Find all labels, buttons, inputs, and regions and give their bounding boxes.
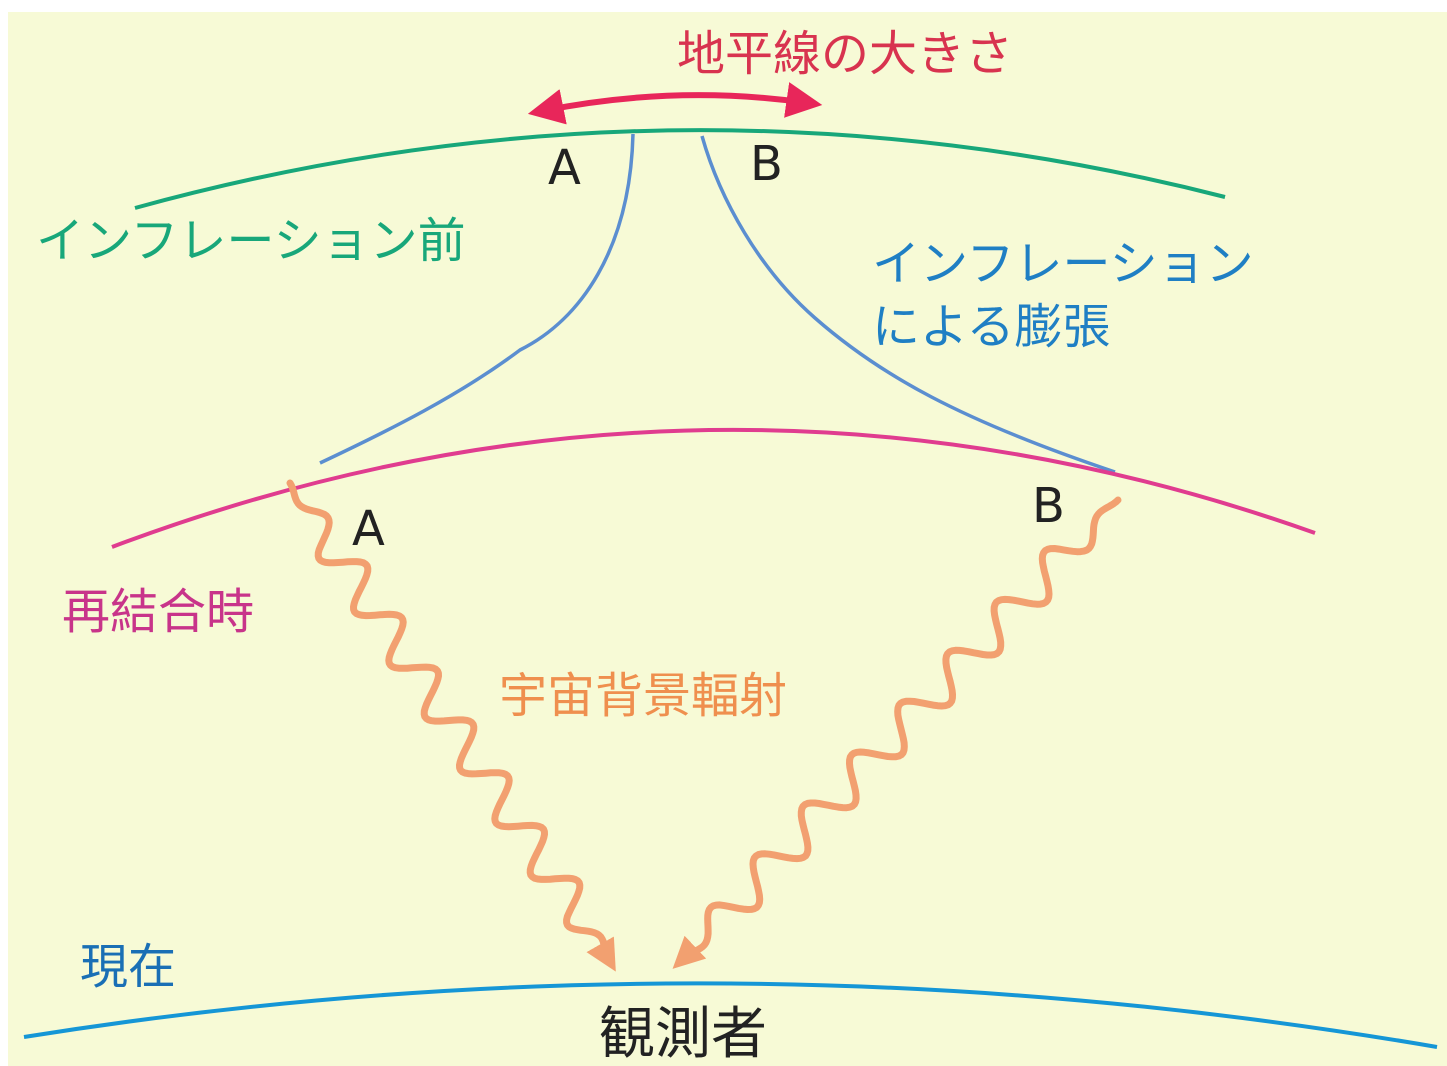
point-a-top-label: A [548,140,581,196]
horizon-size-label: 地平線の大きさ [677,26,1013,82]
inflation-expansion-label-line1: インフレーション [872,236,1254,292]
cmb-label: 宇宙背景輻射 [499,668,787,724]
inflation-expansion-label-line2: による膨張 [872,299,1111,355]
background-panel [8,12,1447,1066]
horizon-size-arrow [527,82,823,125]
before-inflation-curve [134,128,1226,210]
cmb-ray-a [286,479,616,972]
recombination-label: 再結合時 [62,584,254,640]
before-inflation-label: インフレーション前 [36,213,466,269]
point-a-bottom-label: A [352,501,385,557]
inflation-expansion-line-a [319,133,635,465]
present-label: 現在 [80,939,176,995]
inflation-expansion-line-b [700,135,1116,474]
point-b-bottom-label: B [1032,478,1065,534]
cmb-ray-b [672,496,1122,969]
observer-label: 観測者 [599,1002,767,1066]
present-curve [23,981,1438,1049]
point-b-top-label: B [750,136,783,192]
